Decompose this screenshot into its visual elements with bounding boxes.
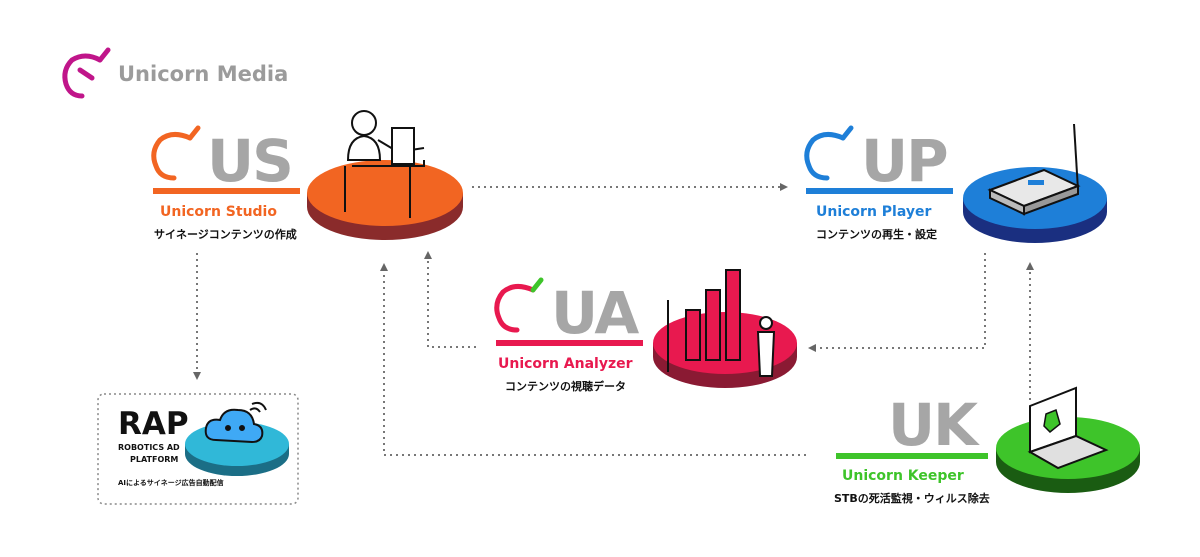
us-desc: サイネージコンテンツの作成 — [154, 228, 297, 241]
up-to-ua-line — [808, 253, 986, 352]
uk-code: UK — [888, 391, 978, 459]
brand-name: Unicorn Media — [118, 62, 289, 86]
set-top-box-antenna-icon — [987, 123, 1081, 216]
uk-to-us-line — [380, 263, 806, 456]
laptop-shield-icon — [1027, 386, 1109, 470]
person-at-desk-icon — [344, 110, 425, 218]
us-label-bar — [153, 188, 300, 194]
rap-box — [97, 393, 299, 505]
rap-desc: AIによるサイネージ広告自動配信 — [118, 479, 224, 487]
up-unicorn-icon — [804, 125, 854, 181]
uk-name: Unicorn Keeper — [842, 468, 964, 484]
person-bar-chart-icon — [667, 269, 776, 377]
ua-label-bar — [496, 340, 643, 346]
ua-to-us-line — [424, 251, 476, 348]
us-disc — [307, 160, 463, 240]
us-unicorn-icon — [151, 125, 201, 181]
uk-label-bar — [836, 453, 988, 459]
up-desc: コンテンツの再生・設定 — [816, 228, 937, 241]
rap-subtitle-line2: PLATFORM — [130, 455, 179, 464]
ua-unicorn-icon — [494, 277, 544, 333]
rap-subtitle-line1: ROBOTICS AD — [118, 443, 180, 452]
ua-desc: コンテンツの視聴データ — [505, 380, 626, 393]
up-name: Unicorn Player — [816, 204, 932, 220]
up-code: UP — [861, 127, 949, 195]
uk-desc: STBの死活監視・ウィルス除去 — [834, 492, 990, 505]
ua-name: Unicorn Analyzer — [498, 356, 633, 372]
rap-title: RAP — [118, 406, 189, 442]
connectors — [193, 183, 1034, 456]
us-code: US — [207, 127, 294, 195]
unicorn-head-icon — [62, 47, 111, 99]
up-label-bar — [806, 188, 953, 194]
us-name: Unicorn Studio — [160, 204, 277, 220]
cloud-robot-wifi-icon — [204, 401, 267, 444]
ua-code: UA — [551, 279, 639, 347]
